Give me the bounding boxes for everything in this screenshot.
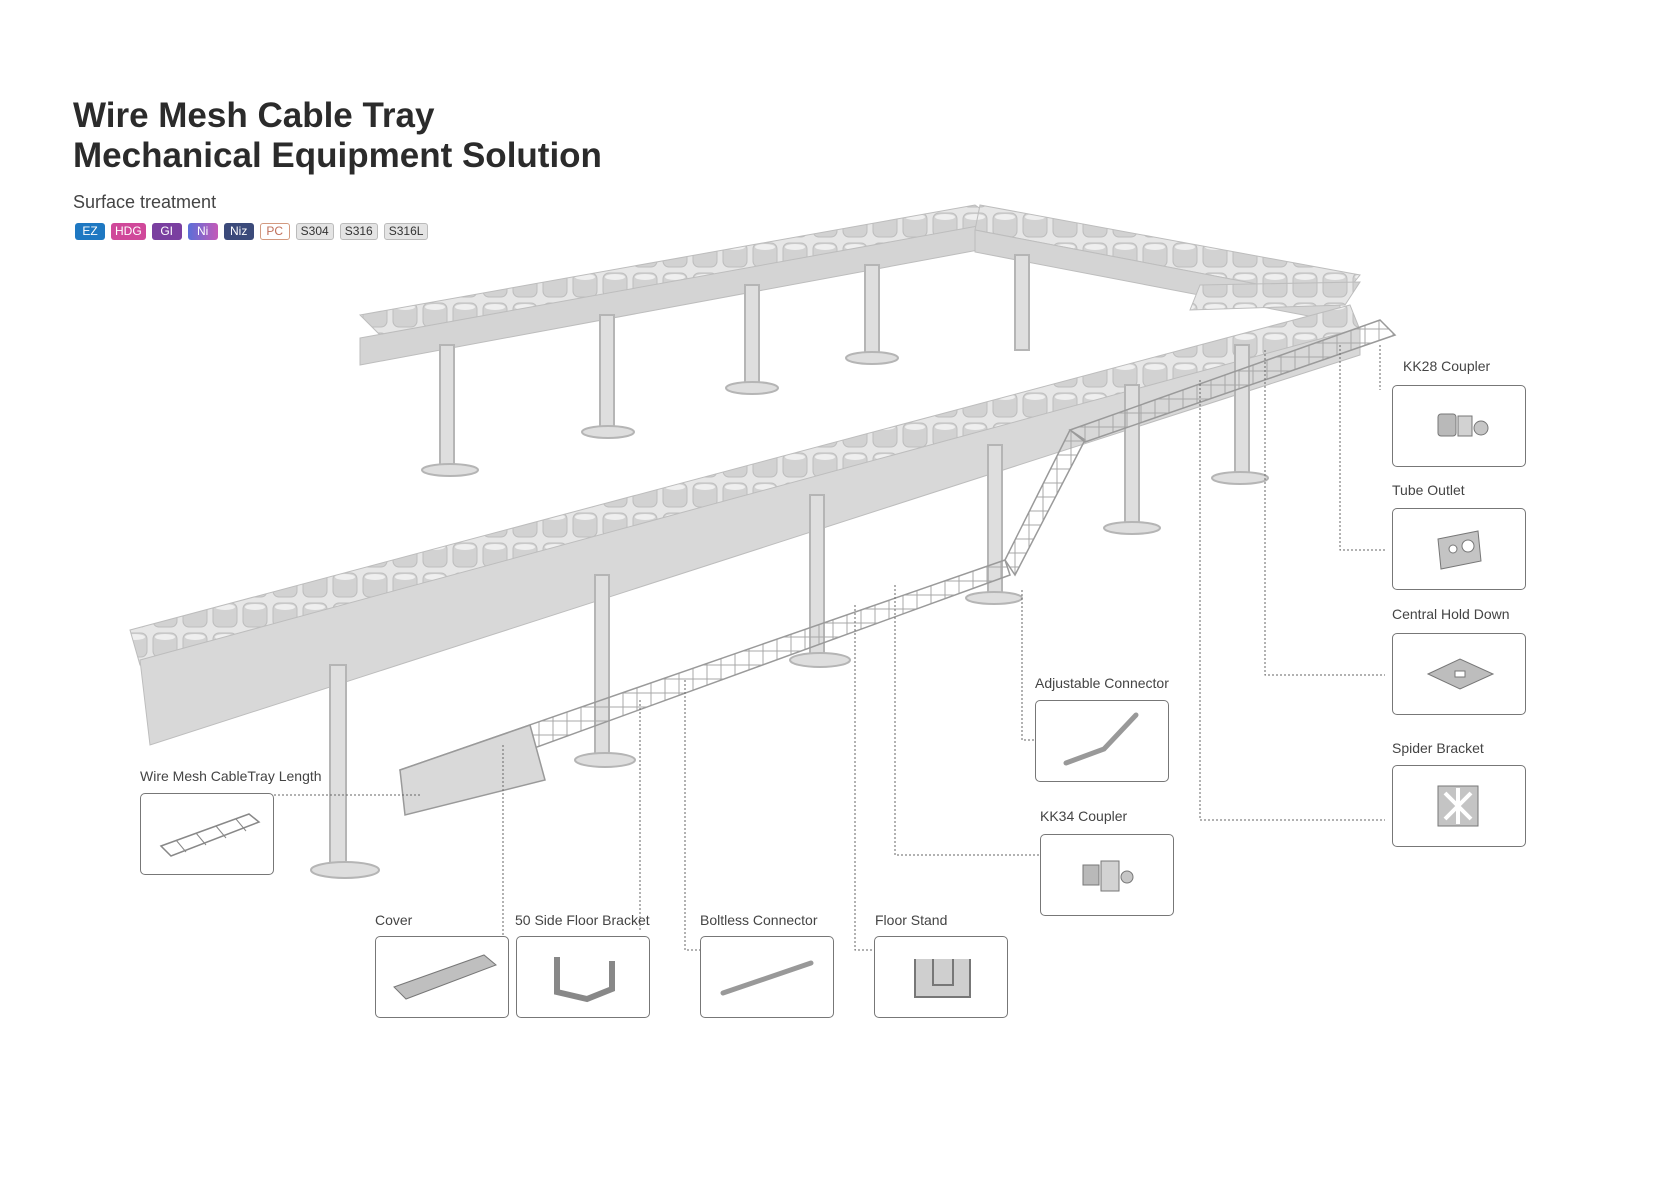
spider-bracket-label: Spider Bracket: [1392, 740, 1484, 756]
adjustable-connector-thumbnail: [1035, 700, 1169, 782]
wire-mesh-length-icon: [159, 813, 261, 857]
finish-badge-s316l: S316L: [383, 223, 429, 240]
callout-leader-lines: [270, 345, 1385, 951]
floor-stand-label: Floor Stand: [875, 912, 948, 928]
kk28-coupler-icon: [1437, 413, 1489, 437]
finish-badge-s304: S304: [295, 223, 334, 240]
side-floor-bracket-icon: [554, 957, 615, 1003]
cover-icon: [393, 954, 497, 1000]
title-line-1: Wire Mesh Cable Tray: [73, 96, 435, 135]
boltless-connector-thumbnail: [700, 936, 834, 1018]
spider-bracket-thumbnail: [1392, 765, 1526, 847]
wire-mesh-length-thumbnail: [140, 793, 274, 875]
central-hold-down-icon: [1426, 658, 1495, 690]
spider-bracket-icon: [1437, 785, 1479, 827]
surface-treatment-label: Surface treatment: [73, 192, 217, 212]
page-title: Wire Mesh Cable Tray Mechanical Equipmen…: [73, 96, 602, 176]
kk28-coupler-label: KK28 Coupler: [1403, 358, 1491, 374]
kk28-coupler-thumbnail: [1392, 385, 1526, 467]
cover-thumbnail: [375, 936, 509, 1018]
side-floor-bracket-thumbnail: [516, 936, 650, 1018]
boltless-connector-label: Boltless Connector: [700, 912, 818, 928]
central-hold-down-thumbnail: [1392, 633, 1526, 715]
cover-label: Cover: [375, 912, 413, 928]
adjustable-connector-icon: [1063, 712, 1139, 766]
title-line-2: Mechanical Equipment Solution: [73, 136, 602, 175]
tube-outlet-thumbnail: [1392, 508, 1526, 590]
tube-outlet-icon: [1437, 530, 1482, 570]
finish-badge-hdg: HDG: [111, 223, 146, 240]
finish-badge-gi: GI: [151, 223, 182, 240]
finish-badge-ez: EZ: [75, 223, 105, 240]
finish-badge-ni: Ni: [187, 223, 218, 240]
central-hold-down-label: Central Hold Down: [1392, 606, 1510, 622]
finish-badge-niz: Niz: [223, 223, 254, 240]
boltless-connector-icon: [720, 960, 814, 996]
finish-badges: EZ HDG GI Ni Niz PC S304 S316 S316L: [75, 223, 429, 240]
kk34-coupler-label: KK34 Coupler: [1040, 808, 1128, 824]
tube-outlet-label: Tube Outlet: [1392, 482, 1465, 498]
side-floor-bracket-label: 50 Side Floor Bracket: [515, 912, 650, 928]
conveyor-frame: [129, 204, 1361, 746]
kk34-coupler-thumbnail: [1040, 834, 1174, 916]
wire-mesh-length-label: Wire Mesh CableTray Length: [140, 768, 322, 784]
wire-mesh-tray-run: [399, 319, 1397, 816]
adjustable-connector-label: Adjustable Connector: [1035, 675, 1169, 691]
kk34-coupler-icon: [1082, 860, 1134, 892]
floor-stand-icon: [914, 959, 971, 998]
finish-badge-pc: PC: [259, 223, 290, 240]
floor-stand-thumbnail: [874, 936, 1008, 1018]
finish-badge-s316: S316: [339, 223, 378, 240]
